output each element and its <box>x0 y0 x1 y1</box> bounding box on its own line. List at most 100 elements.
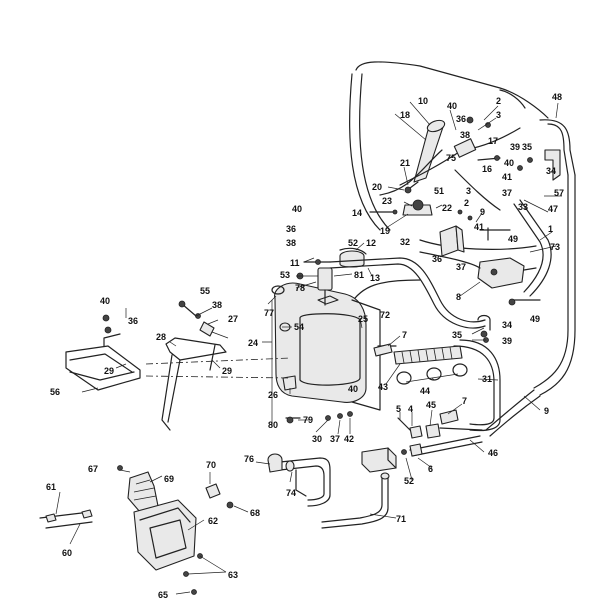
hose-46 <box>409 427 483 457</box>
callout-78: 78 <box>295 283 305 293</box>
callout-47: 47 <box>548 204 558 214</box>
cylinder-18 <box>404 119 446 194</box>
callout-45: 45 <box>426 400 436 410</box>
callout-41: 41 <box>502 172 512 182</box>
callout-81: 81 <box>354 270 364 280</box>
callout-54: 54 <box>294 322 304 332</box>
callout-49b: 49 <box>530 314 540 324</box>
callout-39b: 39 <box>502 336 512 346</box>
callout-76: 76 <box>244 454 254 464</box>
callout-24: 24 <box>248 338 258 348</box>
callout-52: 52 <box>348 238 358 248</box>
hose-43 <box>393 345 463 365</box>
callout-29: 29 <box>104 366 114 376</box>
tube-assembly-upper <box>379 127 521 211</box>
hose-9-long <box>485 389 541 437</box>
callout-73: 73 <box>550 242 560 252</box>
callout-80: 80 <box>268 420 278 430</box>
callout-6: 6 <box>428 464 433 474</box>
callout-39: 39 <box>510 142 520 152</box>
callout-68: 68 <box>250 508 260 518</box>
callout-53: 53 <box>280 270 290 280</box>
callout-60: 60 <box>62 548 72 558</box>
callout-37: 37 <box>502 188 512 198</box>
cable-60-61 <box>39 509 93 529</box>
hose-1 <box>533 174 576 396</box>
callout-17: 17 <box>488 136 498 146</box>
callout-75: 75 <box>446 153 456 163</box>
callout-20: 20 <box>372 182 382 192</box>
callout-10: 10 <box>418 96 428 106</box>
screw-68 <box>226 501 234 509</box>
callout-61: 61 <box>46 482 56 492</box>
callout-23: 23 <box>382 196 392 206</box>
callout-2: 2 <box>496 96 501 106</box>
hose-10 <box>349 61 549 231</box>
callout-1: 1 <box>548 224 553 234</box>
callout-14: 14 <box>352 208 362 218</box>
callout-72: 72 <box>380 310 390 320</box>
callout-36b: 36 <box>286 224 296 234</box>
leader-lines <box>55 101 562 595</box>
callout-40d: 40 <box>348 384 358 394</box>
callout-12: 12 <box>366 238 376 248</box>
callout-26: 26 <box>268 390 278 400</box>
hose-48 <box>499 89 576 176</box>
callout-38: 38 <box>460 130 470 140</box>
callout-37b: 37 <box>456 262 466 272</box>
callout-3b: 3 <box>466 186 471 196</box>
cap-80-79 <box>285 416 301 424</box>
callout-4: 4 <box>408 404 413 414</box>
hose-47 <box>513 199 552 297</box>
callout-18: 18 <box>400 110 410 120</box>
callout-38b: 38 <box>286 238 296 248</box>
callout-44: 44 <box>420 386 430 396</box>
callout-37c: 37 <box>330 434 340 444</box>
frame-56 <box>65 333 141 391</box>
fitting-76 <box>267 453 283 473</box>
tee-fittings <box>457 209 511 241</box>
callout-25: 25 <box>358 314 368 324</box>
tube-71 <box>321 472 390 529</box>
fitting-16-17 <box>477 155 501 161</box>
callout-19: 19 <box>380 226 390 236</box>
fitting-35-39 <box>477 314 491 343</box>
callout-40b: 40 <box>504 158 514 168</box>
callout-77: 77 <box>264 308 274 318</box>
callout-69: 69 <box>164 474 174 484</box>
callout-41b: 41 <box>474 222 484 232</box>
callout-35b: 35 <box>452 330 462 340</box>
callout-79: 79 <box>303 415 313 425</box>
fitting-11 <box>303 259 331 265</box>
callout-22: 22 <box>442 203 452 213</box>
filler-52-12 <box>339 247 367 268</box>
callout-74: 74 <box>286 488 296 498</box>
callout-28: 28 <box>156 332 166 342</box>
hose-to-regulator <box>419 251 541 306</box>
callout-11: 11 <box>290 258 300 268</box>
callout-16: 16 <box>482 164 492 174</box>
callout-70: 70 <box>206 460 216 470</box>
bolt-40-36-left <box>102 314 112 334</box>
callout-62: 62 <box>208 516 218 526</box>
callout-40c: 40 <box>292 204 302 214</box>
callout-8: 8 <box>456 292 461 302</box>
callout-13: 13 <box>370 273 380 283</box>
callout-36d: 36 <box>128 316 138 326</box>
console-62 <box>133 499 197 571</box>
callout-38c: 38 <box>212 300 222 310</box>
callout-40e: 40 <box>100 296 110 306</box>
centerline-left <box>145 357 291 365</box>
callout-3: 3 <box>496 110 501 120</box>
callout-2b: 2 <box>464 198 469 208</box>
regulator-8 <box>477 257 537 289</box>
callout-67: 67 <box>88 464 98 474</box>
bracket-32 <box>439 225 465 257</box>
callout-51: 51 <box>434 186 444 196</box>
callout-55: 55 <box>200 286 210 296</box>
callout-40: 40 <box>447 101 457 111</box>
callout-33: 33 <box>518 202 528 212</box>
callout-49: 49 <box>508 234 518 244</box>
callout-9b: 9 <box>544 406 549 416</box>
